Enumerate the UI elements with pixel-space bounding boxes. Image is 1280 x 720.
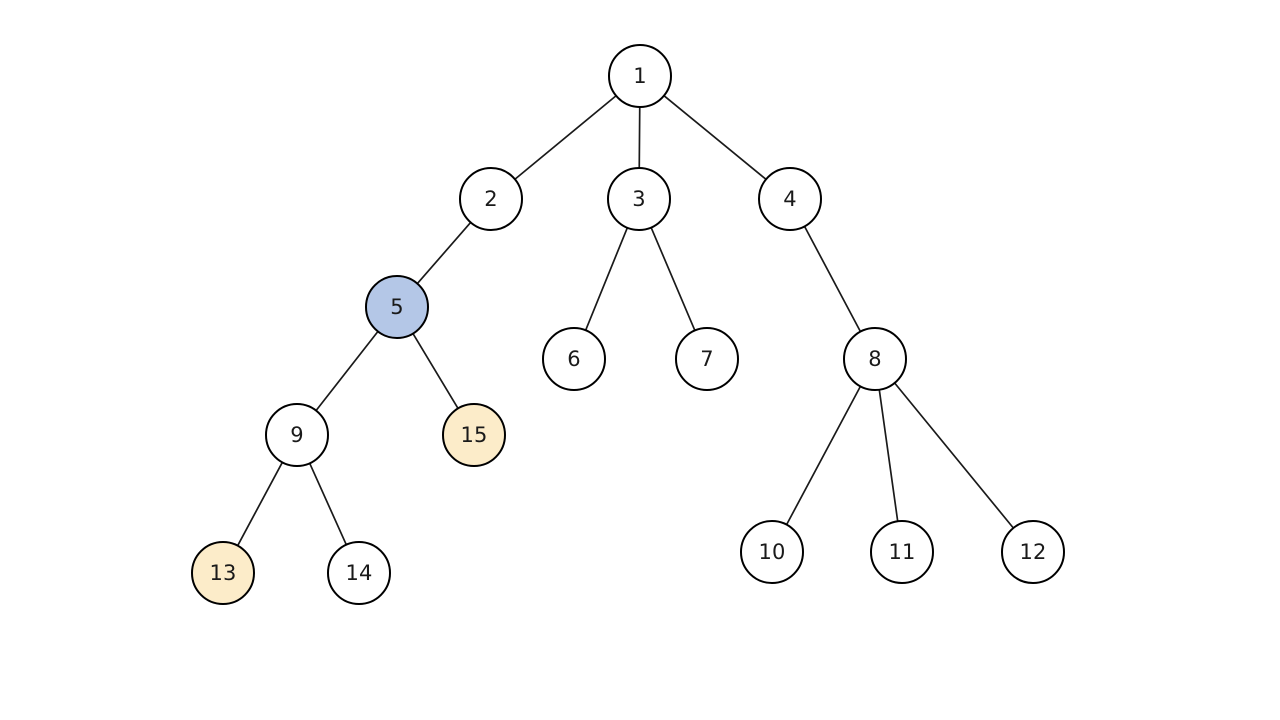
tree-node-6[interactable]: 6: [542, 327, 606, 391]
tree-edge-1-4: [663, 95, 767, 180]
tree-node-10[interactable]: 10: [740, 520, 804, 584]
tree-node-3[interactable]: 3: [607, 167, 671, 231]
tree-node-label: 7: [700, 346, 714, 371]
tree-node-label: 11: [888, 539, 916, 564]
tree-edge-4-8: [804, 226, 861, 332]
tree-node-label: 10: [758, 539, 786, 564]
tree-node-5[interactable]: 5: [365, 275, 429, 339]
tree-node-1[interactable]: 1: [608, 44, 672, 108]
tree-node-label: 2: [484, 186, 498, 211]
tree-edge-2-5: [417, 222, 471, 284]
tree-node-label: 3: [632, 186, 646, 211]
tree-node-label: 12: [1019, 539, 1047, 564]
tree-edge-5-15: [412, 333, 459, 409]
tree-node-12[interactable]: 12: [1001, 520, 1065, 584]
tree-node-label: 8: [868, 346, 882, 371]
tree-node-label: 15: [460, 422, 488, 447]
tree-node-label: 1: [633, 63, 647, 88]
tree-node-label: 4: [783, 186, 797, 211]
tree-node-2[interactable]: 2: [459, 167, 523, 231]
tree-edge-3-7: [650, 227, 696, 331]
tree-node-label: 14: [345, 560, 373, 585]
tree-node-13[interactable]: 13: [191, 541, 255, 605]
tree-node-15[interactable]: 15: [442, 403, 506, 467]
tree-node-label: 13: [209, 560, 237, 585]
tree-edge-8-12: [894, 382, 1014, 529]
tree-edge-3-6: [585, 227, 628, 331]
tree-node-label: 9: [290, 422, 304, 447]
tree-node-4[interactable]: 4: [758, 167, 822, 231]
tree-edge-9-13: [237, 462, 283, 546]
tree-node-7[interactable]: 7: [675, 327, 739, 391]
tree-node-label: 5: [390, 294, 404, 319]
tree-node-14[interactable]: 14: [327, 541, 391, 605]
tree-edge-8-10: [786, 386, 861, 525]
tree-edge-1-2: [514, 95, 617, 180]
tree-node-label: 6: [567, 346, 581, 371]
tree-edge-5-9: [315, 331, 379, 411]
tree-node-11[interactable]: 11: [870, 520, 934, 584]
tree-node-9[interactable]: 9: [265, 403, 329, 467]
tree-edge-8-11: [878, 389, 899, 522]
tree-node-8[interactable]: 8: [843, 327, 907, 391]
tree-edge-9-14: [309, 463, 347, 545]
